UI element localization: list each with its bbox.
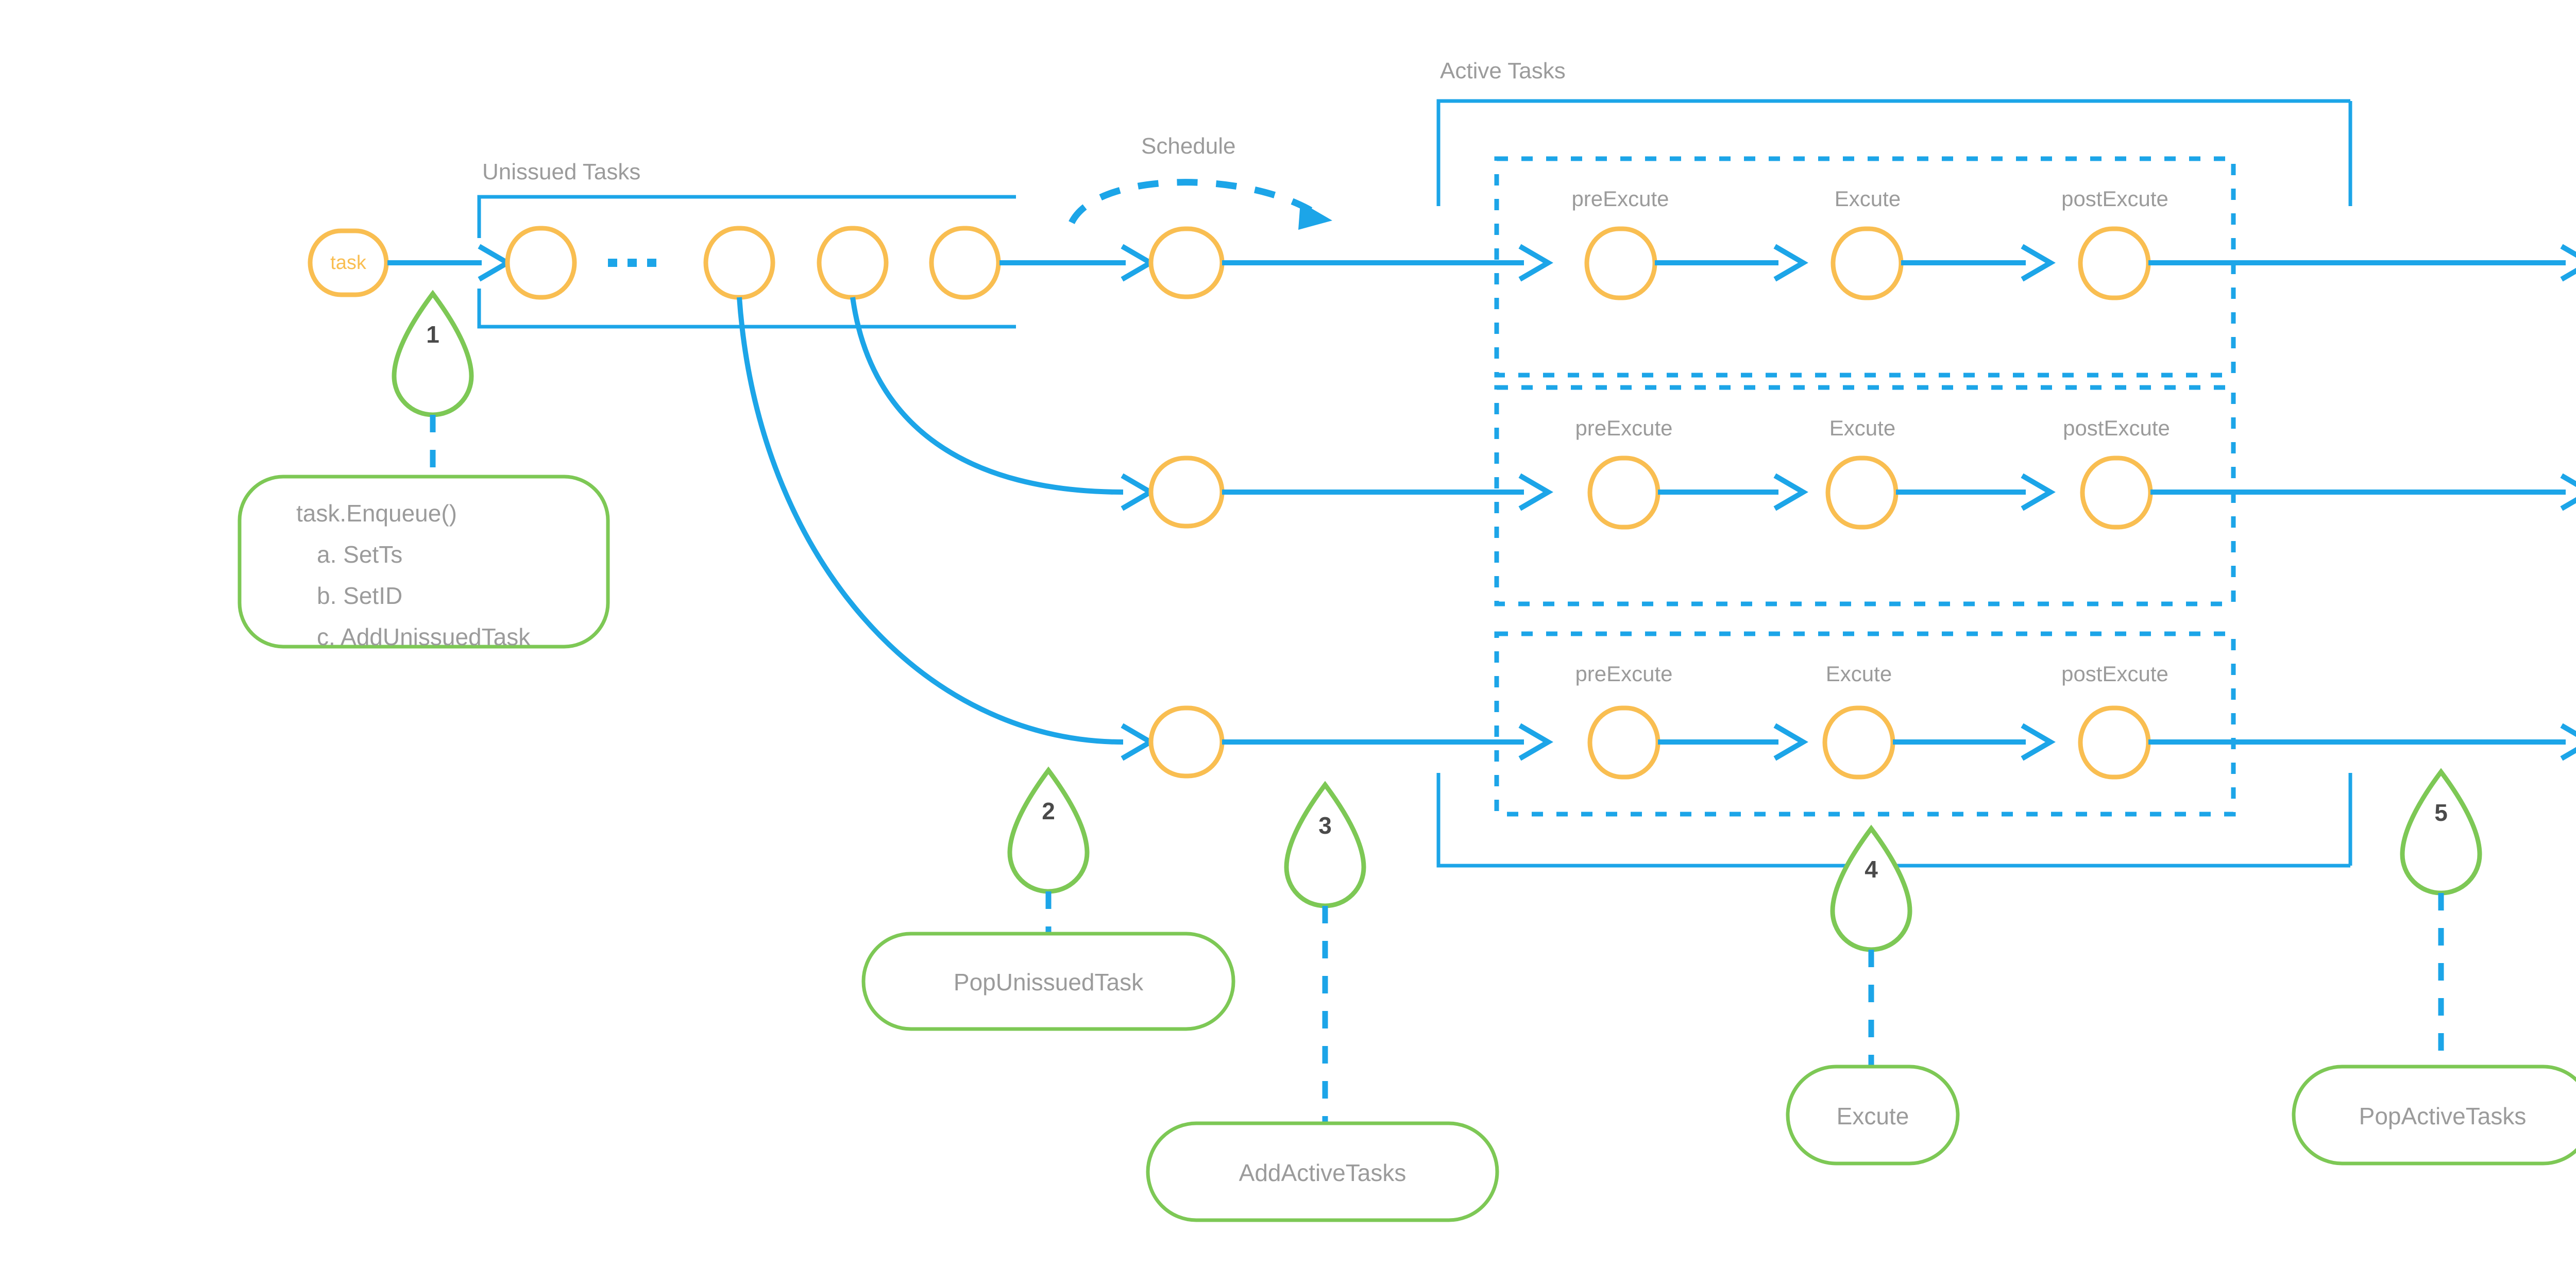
- arrow-queue-to-row1-schedule: [999, 244, 1156, 282]
- source-task-label: task: [330, 252, 367, 274]
- callout-2-title: PopUnissuedTask: [954, 969, 1144, 996]
- row2-stage-label-exec: Excute: [1829, 416, 1895, 440]
- row3-stage-label-pre: preExcute: [1575, 662, 1672, 686]
- row-1: preExcute Excute postExcute: [1148, 156, 2576, 378]
- row3-schedule-node[interactable]: [1148, 705, 1225, 779]
- marker-3-group[interactable]: 3: [1284, 781, 1366, 1134]
- active-tasks-label: Active Tasks: [1440, 58, 1566, 83]
- marker-2-group[interactable]: 2: [1007, 766, 1090, 948]
- marker-3-number: 3: [1318, 812, 1332, 839]
- callout-4-title: Excute: [1837, 1103, 1909, 1129]
- row1-pipeline-box: [1494, 156, 2236, 378]
- callout-1-line-a: a. SetTs: [317, 541, 402, 568]
- row-3: preExcute Excute postExcute: [1148, 631, 2576, 817]
- marker-4-group[interactable]: 4: [1830, 824, 1912, 1077]
- marker-1-number: 1: [426, 321, 439, 348]
- callout-5: PopActiveTasks: [2292, 1065, 2576, 1166]
- row2-node-postexcute[interactable]: [2080, 456, 2153, 530]
- unissued-node-3[interactable]: [817, 226, 889, 300]
- row1-schedule-node[interactable]: [1148, 226, 1225, 299]
- schedule-arrow-head: [1298, 202, 1332, 230]
- row3-stage-label-post: postExcute: [2061, 662, 2168, 686]
- callout-1: task.Enqueue() a. SetTs b. SetID c. AddU…: [238, 475, 610, 650]
- row1-node-postexcute[interactable]: [2078, 226, 2151, 300]
- source-task-node[interactable]: task: [308, 228, 389, 297]
- callout-4: Excute: [1786, 1065, 1960, 1166]
- row2-pipeline-box: [1494, 385, 2236, 606]
- curve-queue-to-row2-schedule: [850, 297, 1156, 511]
- unissued-node-2[interactable]: [703, 226, 775, 300]
- marker-5-number: 5: [2434, 799, 2448, 826]
- unissued-queue: [505, 226, 1001, 300]
- schedule-label: Schedule: [1141, 133, 1235, 159]
- marker-4-number: 4: [1865, 856, 1878, 883]
- callout-5-title: PopActiveTasks: [2359, 1103, 2527, 1129]
- row2-node-preexcute[interactable]: [1587, 456, 1660, 530]
- marker-2-number: 2: [1042, 798, 1055, 824]
- queue-ellipsis-icon: [608, 259, 656, 267]
- curve-queue-to-row3-schedule: [737, 297, 1156, 761]
- row1-stage-label-post: postExcute: [2061, 187, 2168, 211]
- row1-stage-label-pre: preExcute: [1571, 187, 1669, 211]
- row3-node-excute[interactable]: [1822, 705, 1895, 780]
- active-tasks-bracket: [1436, 99, 2352, 868]
- callout-3-title: AddActiveTasks: [1239, 1159, 1406, 1186]
- unissued-tasks-label: Unissued Tasks: [482, 159, 640, 184]
- row2-schedule-node[interactable]: [1148, 456, 1225, 529]
- arrow-task-to-queue: [387, 244, 513, 282]
- row1-stage-label-exec: Excute: [1835, 187, 1901, 211]
- schedule-dashed-arrow: [1069, 179, 1332, 230]
- unissued-node-4[interactable]: [929, 226, 1001, 300]
- callout-2: PopUnissuedTask: [861, 932, 1235, 1031]
- row2-stage-label-pre: preExcute: [1575, 416, 1672, 440]
- row1-node-excute[interactable]: [1831, 226, 1904, 300]
- callout-3: AddActiveTasks: [1146, 1121, 1499, 1222]
- marker-1-group[interactable]: 1: [392, 290, 474, 479]
- row3-pipeline-box: [1494, 631, 2236, 817]
- row2-node-excute[interactable]: [1825, 456, 1899, 530]
- unissued-tasks-bracket: [477, 195, 1016, 329]
- row1-node-preexcute[interactable]: [1584, 226, 1657, 300]
- row-2: preExcute Excute postExcute: [1148, 385, 2576, 606]
- callout-1-title: task.Enqueue(): [296, 500, 457, 527]
- row2-stage-label-post: postExcute: [2063, 416, 2170, 440]
- marker-5-group[interactable]: 5: [2400, 768, 2482, 1077]
- callout-1-line-c: c. AddUnissuedTask: [317, 623, 531, 650]
- row3-node-preexcute[interactable]: [1587, 705, 1660, 780]
- row3-stage-label-exec: Excute: [1826, 662, 1892, 686]
- row3-node-postexcute[interactable]: [2078, 705, 2151, 780]
- callout-1-line-b: b. SetID: [317, 582, 402, 609]
- unissued-node-1[interactable]: [505, 226, 577, 300]
